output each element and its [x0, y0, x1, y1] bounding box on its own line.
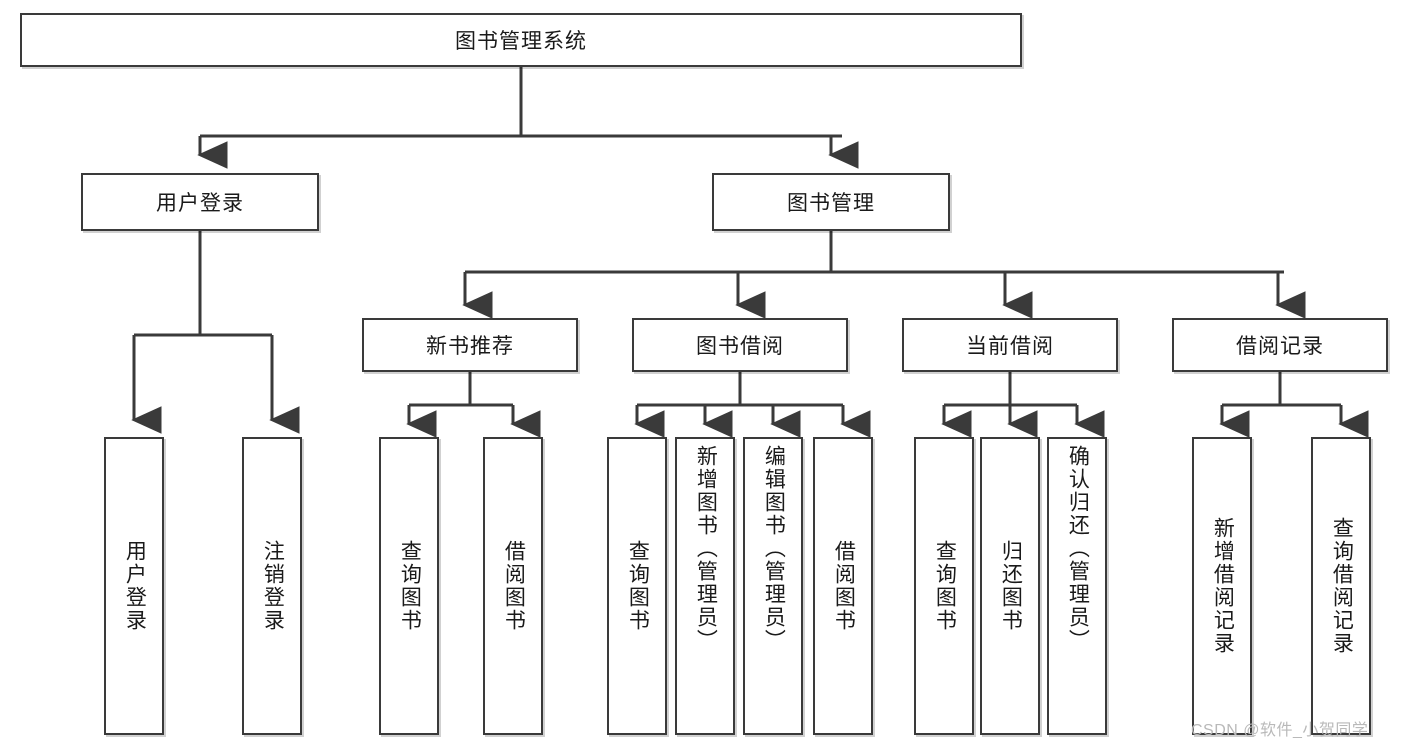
- node-leaf-borrow-book-1-label: 借阅图书: [502, 540, 526, 632]
- node-leaf-add-record[interactable]: 新增借阅记录: [1192, 437, 1252, 735]
- node-leaf-query-book-2[interactable]: 查询图书: [607, 437, 667, 735]
- node-book-manage-label: 图书管理: [787, 192, 875, 215]
- node-book-borrow[interactable]: 图书借阅: [632, 318, 848, 372]
- node-book-borrow-label: 图书借阅: [696, 335, 784, 358]
- node-leaf-return-book[interactable]: 归还图书: [980, 437, 1040, 735]
- node-leaf-user-login-label: 用户登录: [123, 540, 147, 632]
- node-borrow-record[interactable]: 借阅记录: [1172, 318, 1388, 372]
- node-leaf-query-record-label: 查询借阅记录: [1330, 517, 1354, 655]
- node-leaf-user-logout-label: 注销登录: [261, 540, 285, 632]
- node-leaf-user-login[interactable]: 用户登录: [104, 437, 164, 735]
- node-leaf-add-book-label: 新增图书（管理员）: [694, 445, 718, 652]
- node-new-book-recommend[interactable]: 新书推荐: [362, 318, 578, 372]
- node-new-book-recommend-label: 新书推荐: [426, 335, 514, 358]
- node-leaf-return-book-label: 归还图书: [999, 540, 1023, 632]
- node-leaf-query-book-3[interactable]: 查询图书: [914, 437, 974, 735]
- node-user-login-label: 用户登录: [156, 192, 244, 215]
- node-leaf-query-book-1[interactable]: 查询图书: [379, 437, 439, 735]
- node-leaf-borrow-book-1[interactable]: 借阅图书: [483, 437, 543, 735]
- node-leaf-confirm-return-label: 确认归还（管理员）: [1066, 445, 1090, 652]
- node-leaf-borrow-book-2[interactable]: 借阅图书: [813, 437, 873, 735]
- node-user-login[interactable]: 用户登录: [81, 173, 319, 231]
- csdn-watermark: CSDN @软件_小贺同学: [1191, 722, 1369, 739]
- node-root-label: 图书管理系统: [455, 30, 587, 53]
- node-leaf-add-record-label: 新增借阅记录: [1211, 517, 1235, 655]
- node-leaf-edit-book-label: 编辑图书（管理员）: [762, 445, 786, 652]
- node-root[interactable]: 图书管理系统: [20, 13, 1022, 67]
- node-current-borrow[interactable]: 当前借阅: [902, 318, 1118, 372]
- node-leaf-add-book[interactable]: 新增图书（管理员）: [675, 437, 735, 735]
- node-borrow-record-label: 借阅记录: [1236, 335, 1324, 358]
- node-leaf-query-book-3-label: 查询图书: [933, 540, 957, 632]
- node-leaf-query-record[interactable]: 查询借阅记录: [1311, 437, 1371, 735]
- node-book-manage[interactable]: 图书管理: [712, 173, 950, 231]
- node-leaf-query-book-1-label: 查询图书: [398, 540, 422, 632]
- node-leaf-borrow-book-2-label: 借阅图书: [832, 540, 856, 632]
- node-leaf-confirm-return[interactable]: 确认归还（管理员）: [1047, 437, 1107, 735]
- node-leaf-query-book-2-label: 查询图书: [626, 540, 650, 632]
- node-current-borrow-label: 当前借阅: [966, 335, 1054, 358]
- node-leaf-edit-book[interactable]: 编辑图书（管理员）: [743, 437, 803, 735]
- node-leaf-user-logout[interactable]: 注销登录: [242, 437, 302, 735]
